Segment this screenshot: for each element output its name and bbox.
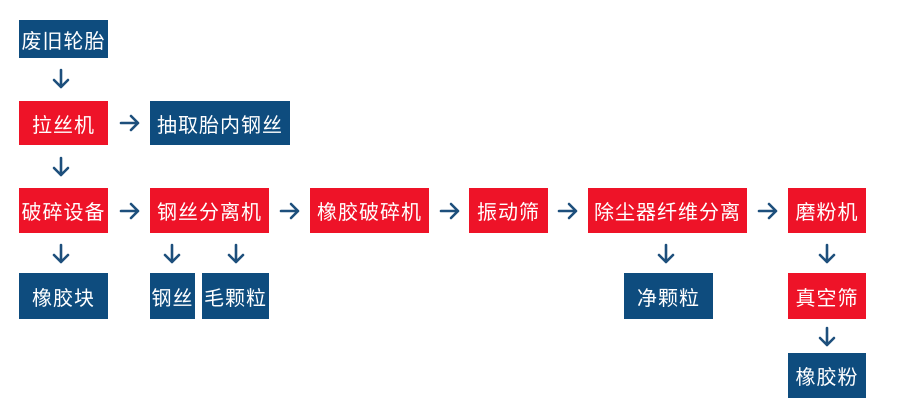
arrow-down-icon: [224, 242, 248, 266]
node-label: 磨粉机: [795, 200, 859, 224]
node-label: 废旧轮胎: [21, 28, 106, 53]
node-coarse-granules: 毛颗粒: [202, 273, 269, 319]
node-vibrating-screen: 振动筛: [469, 188, 548, 233]
node-label: 钢丝: [151, 285, 194, 310]
node-label: 抽取胎内钢丝: [157, 112, 283, 137]
node-rubber-crusher: 橡胶破碎机: [310, 188, 429, 233]
arrow-down-icon: [49, 155, 73, 179]
node-waste-tire: 废旧轮胎: [19, 20, 108, 58]
arrow-right-icon: [438, 199, 462, 223]
node-steel-wire: 钢丝: [150, 273, 195, 319]
node-crushing-equipment: 破碎设备: [19, 188, 108, 233]
node-grinder: 磨粉机: [788, 188, 866, 233]
node-extract-bead-wire: 抽取胎内钢丝: [150, 101, 290, 145]
node-label: 净颗粒: [637, 285, 700, 310]
arrow-down-icon: [815, 325, 839, 349]
node-label: 破碎设备: [21, 200, 106, 224]
node-vacuum-screen: 真空筛: [788, 273, 866, 319]
node-wire-puller: 拉丝机: [19, 101, 108, 145]
node-label: 振动筛: [477, 200, 540, 224]
arrow-right-icon: [118, 111, 142, 135]
arrow-down-icon: [49, 67, 73, 91]
arrow-right-icon: [278, 199, 302, 223]
node-rubber-block: 橡胶块: [19, 273, 108, 319]
node-dust-fiber-separator: 除尘器纤维分离: [588, 188, 747, 233]
arrow-right-icon: [756, 199, 780, 223]
node-label: 钢丝分离机: [157, 200, 262, 224]
node-label: 橡胶粉: [795, 365, 859, 389]
arrow-down-icon: [49, 242, 73, 266]
arrow-down-icon: [815, 242, 839, 266]
node-rubber-powder: 橡胶粉: [788, 353, 866, 398]
node-label: 拉丝机: [32, 112, 95, 137]
node-clean-granules: 净颗粒: [624, 273, 713, 319]
arrow-right-icon: [556, 199, 580, 223]
arrow-right-icon: [118, 199, 142, 223]
arrow-down-icon: [160, 242, 184, 266]
node-wire-separator: 钢丝分离机: [150, 188, 269, 233]
node-label: 橡胶破碎机: [317, 200, 422, 224]
node-label: 橡胶块: [32, 285, 95, 310]
node-label: 毛颗粒: [204, 285, 267, 310]
arrow-down-icon: [654, 242, 678, 266]
node-label: 真空筛: [795, 285, 859, 310]
node-label: 除尘器纤维分离: [594, 200, 741, 224]
